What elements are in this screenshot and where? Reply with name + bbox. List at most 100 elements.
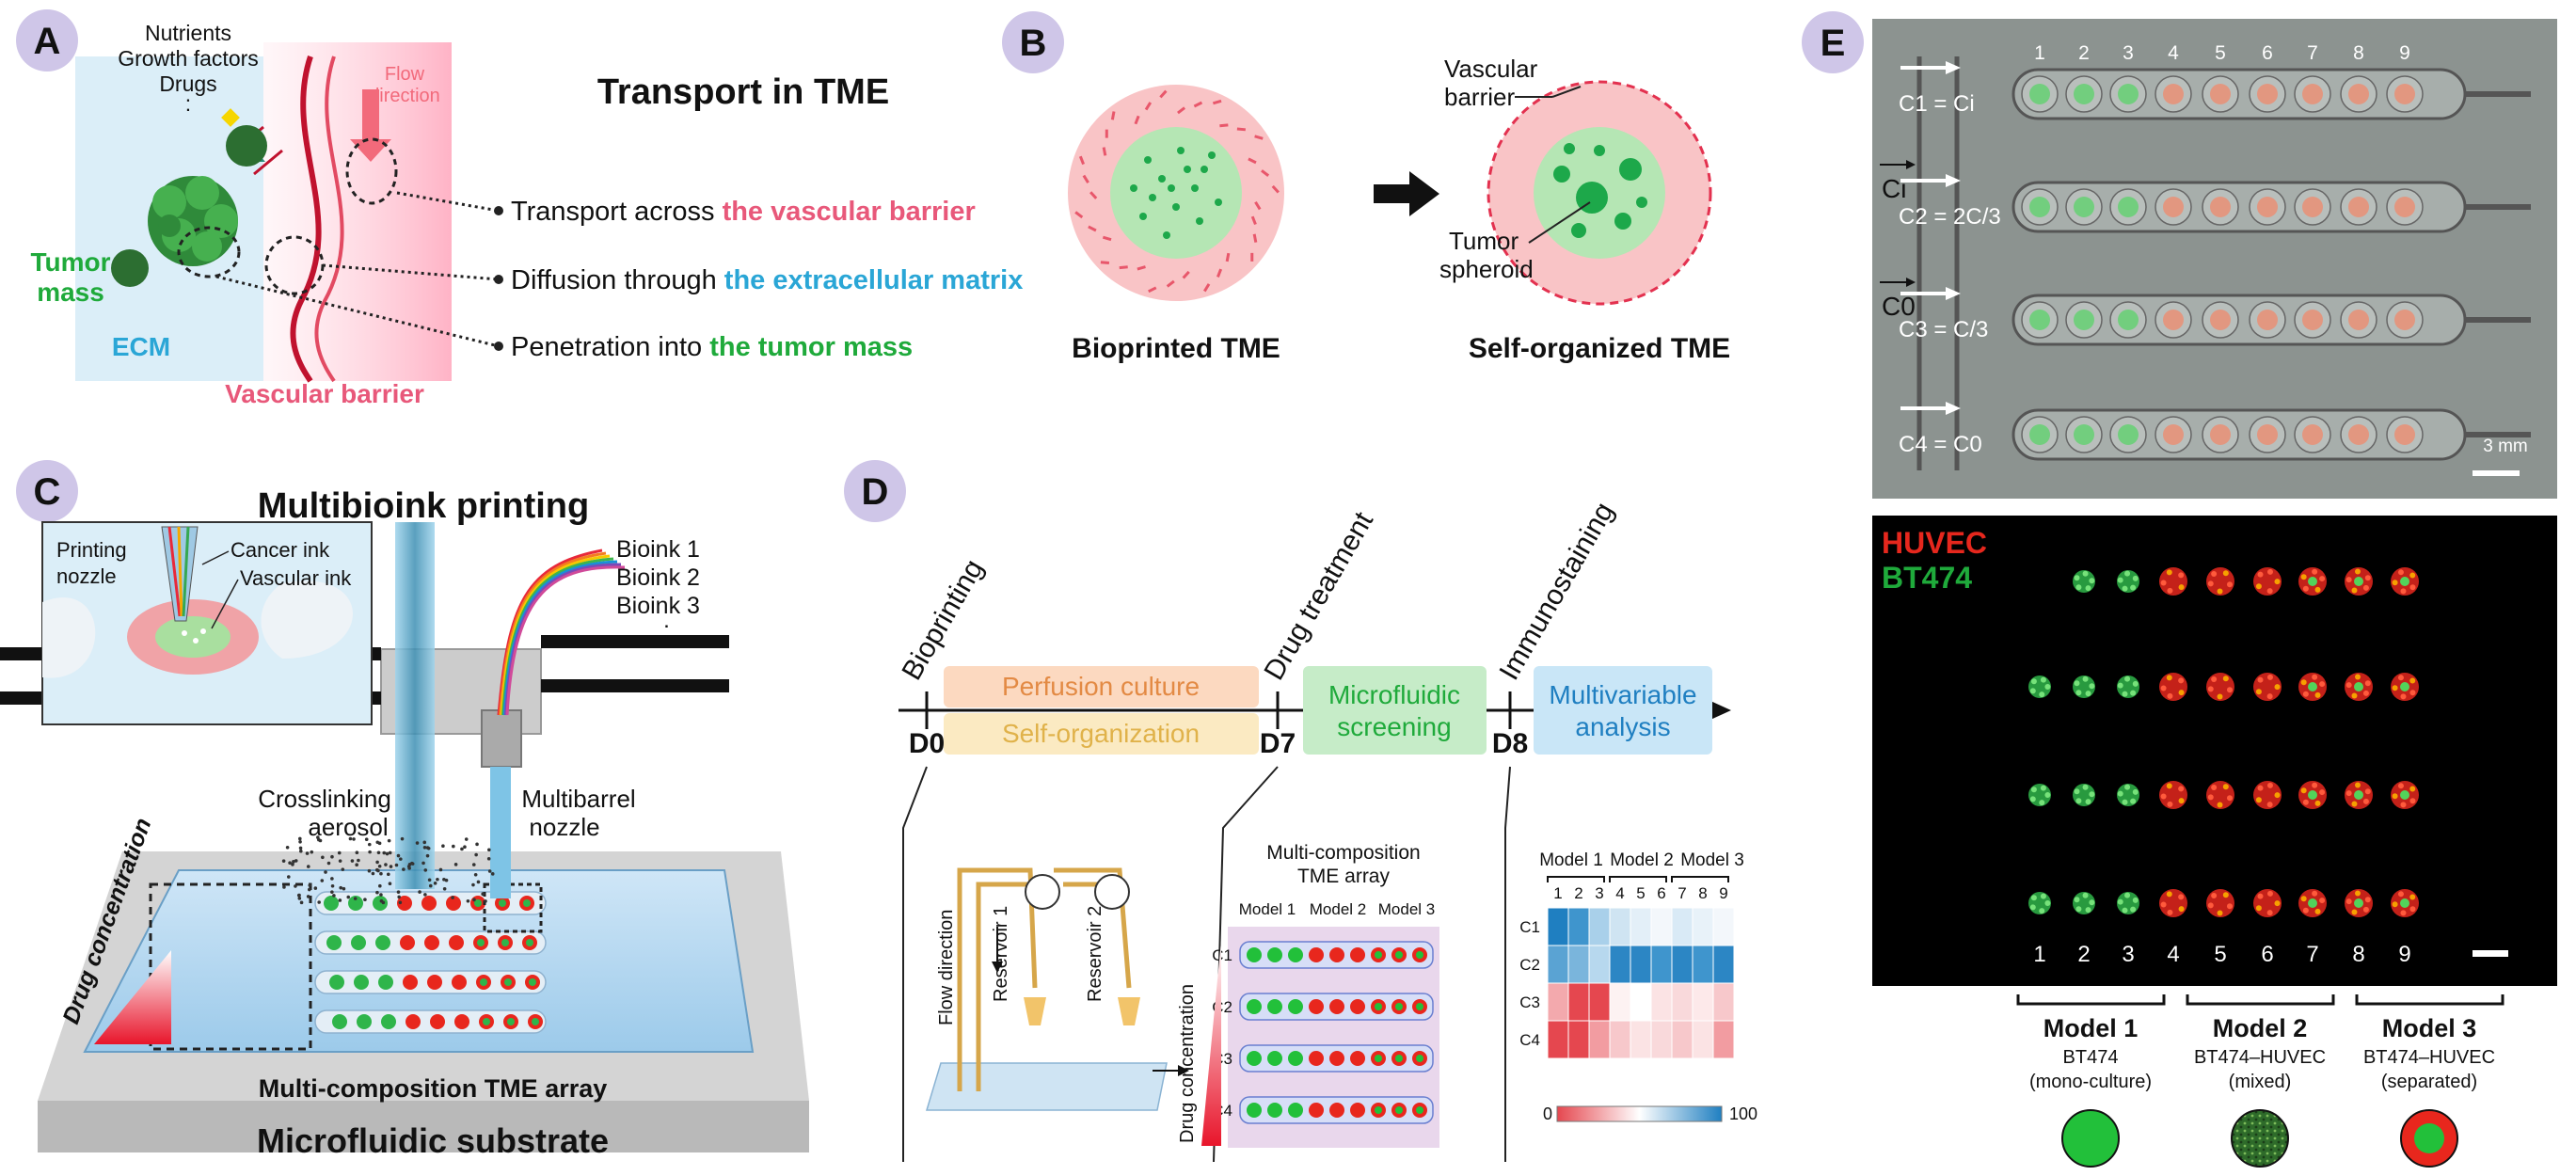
bf-construct	[2074, 310, 2094, 330]
aerosol-droplet	[355, 850, 359, 855]
aerosol-droplet	[386, 872, 390, 877]
array-well-core	[1395, 1106, 1403, 1114]
fl-speckle	[2178, 798, 2185, 804]
printed-construct	[403, 975, 418, 990]
fl-speckle	[2074, 680, 2080, 687]
fl-col-label: 8	[2352, 942, 2364, 967]
aerosol-droplet	[398, 900, 403, 905]
array-title-1: Multi-composition	[1266, 842, 1420, 864]
fl-speckle	[2362, 798, 2369, 804]
printed-construct	[400, 935, 415, 950]
printed-core	[507, 1018, 515, 1025]
fl-speckle	[2354, 674, 2361, 680]
fl-core	[2354, 682, 2363, 691]
analysis-label-2: analysis	[1575, 712, 1670, 741]
fl-speckle	[2409, 894, 2416, 900]
analysis-box	[1534, 666, 1712, 755]
fl-speckle	[2345, 682, 2352, 689]
panel-e-badge	[1802, 11, 1864, 73]
heat-cell	[1692, 945, 1714, 984]
fl-speckle	[2029, 688, 2036, 694]
fl-speckle	[2217, 693, 2223, 700]
bioprinted-core	[1110, 127, 1242, 259]
fl-speckle	[2222, 892, 2229, 898]
array-well-core	[1395, 951, 1403, 959]
bf-construct	[2257, 197, 2278, 217]
brightfield-wells	[2021, 75, 2424, 453]
fl-speckle	[2266, 802, 2273, 808]
fl-speckle	[2364, 897, 2371, 903]
array-well	[1309, 1051, 1324, 1066]
heat-cell	[1588, 907, 1611, 946]
fl-speckle	[2085, 799, 2091, 805]
printed-core	[499, 899, 506, 907]
aerosol-droplet	[426, 847, 431, 850]
fl-speckle	[2222, 675, 2229, 682]
bioink-1: Bioink 1	[616, 536, 700, 563]
aerosol-droplet	[427, 878, 432, 882]
heat-cell	[1712, 945, 1735, 984]
array-well	[1329, 947, 1344, 962]
bf-construct	[2029, 310, 2050, 330]
printed-construct	[454, 1014, 469, 1029]
fl-speckle	[2039, 691, 2045, 698]
heat-col-label: 2	[1574, 884, 1582, 902]
spheroid-3	[1553, 166, 1570, 183]
drug-gradient-wedge	[94, 950, 171, 1044]
fl-col-label: 4	[2167, 942, 2179, 967]
array-well	[1288, 999, 1303, 1014]
fl-speckle	[2364, 575, 2371, 581]
bf-construct	[2118, 310, 2139, 330]
inset-cancer-ink	[155, 616, 231, 658]
bioink-strand	[505, 565, 626, 716]
aerosol-droplet	[305, 851, 310, 855]
bf-construct	[2210, 197, 2231, 217]
fl-col-label: 9	[2398, 942, 2410, 967]
bf-col-label: 1	[2034, 42, 2045, 64]
aerosol-droplet	[298, 846, 303, 850]
fl-speckle	[2222, 570, 2229, 577]
fl-speckle	[2039, 908, 2045, 914]
printed-construct	[348, 896, 363, 911]
leader-dot-1	[494, 206, 503, 215]
panel-d-badge	[844, 460, 906, 522]
aerosol-droplet	[348, 836, 353, 841]
bf-construct	[2394, 197, 2415, 217]
aerosol-droplet	[321, 855, 325, 860]
aerosol-droplet	[378, 883, 382, 888]
tumor-cell-dot	[1130, 184, 1137, 192]
heat-cell	[1692, 1020, 1714, 1059]
array-well	[1267, 1051, 1282, 1066]
vessel-dashed-circle	[345, 137, 398, 205]
fl-speckle	[2122, 691, 2128, 697]
fl-speckle	[2167, 801, 2173, 807]
fl-core	[2400, 682, 2409, 691]
aerosol-droplet	[475, 842, 479, 847]
fl-speckle	[2257, 785, 2264, 791]
array-model-1: Model 1	[1239, 900, 1296, 918]
aerosol-droplet	[368, 850, 372, 854]
screening-label-1: Microfluidic	[1328, 680, 1460, 709]
aerosol-droplet	[346, 895, 351, 899]
aerosol-droplet	[452, 844, 455, 849]
heat-row-label: C2	[1519, 956, 1540, 974]
bf-construct	[2074, 84, 2094, 104]
heat-cell	[1609, 982, 1631, 1022]
scale-label: 3 mm	[2483, 437, 2528, 456]
fl-speckle	[2319, 681, 2326, 688]
spheroid-5	[1571, 223, 1586, 238]
vascular-fragment	[1182, 270, 1190, 279]
scale-max: 100	[1729, 1104, 1757, 1123]
fl-speckle	[2211, 785, 2218, 791]
aerosol-droplet	[438, 867, 443, 872]
vascular-fragment	[1088, 225, 1097, 232]
gradient-generator-box	[149, 882, 312, 1051]
multibarrel-label-1: Multibarrel	[521, 785, 635, 813]
aerosol-droplet	[367, 868, 372, 873]
fl-speckle	[2178, 677, 2185, 684]
aerosol-droplet	[299, 900, 304, 905]
fl-speckle	[2314, 586, 2321, 593]
array-well-core	[1395, 1003, 1403, 1010]
fl-speckle	[2302, 907, 2309, 914]
